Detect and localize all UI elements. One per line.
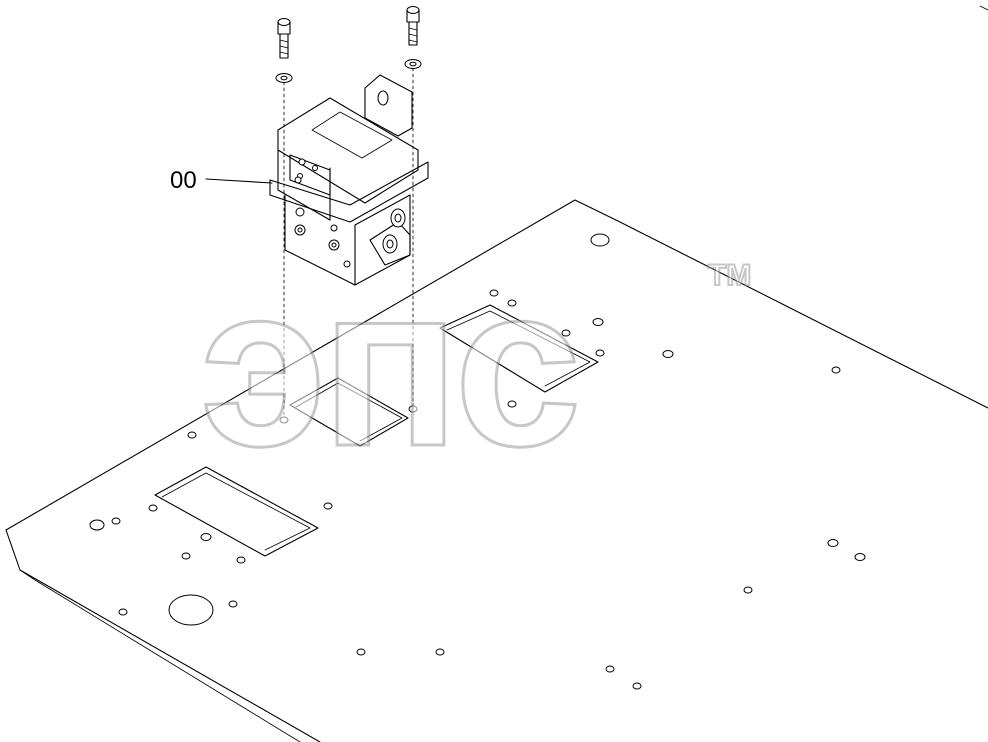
bolt-right: [406, 6, 420, 46]
callout-00: 00: [170, 167, 273, 194]
plate-opening-valve: [289, 377, 409, 447]
bolt-left: [277, 18, 291, 59]
watermark-text: эпс: [200, 237, 576, 494]
callout-label: 00: [170, 167, 197, 194]
valve-block: [269, 74, 429, 286]
watermark-logo: эпс TM: [199, 236, 753, 496]
plate-opening-right: [439, 304, 599, 393]
plate-opening-left: [154, 466, 319, 557]
assembly-lines: [283, 67, 414, 419]
plate-large-hole: [168, 594, 214, 626]
base-plate: [5, 5, 988, 742]
trademark-symbol: TM: [708, 259, 751, 292]
plate-holes: [89, 233, 866, 690]
